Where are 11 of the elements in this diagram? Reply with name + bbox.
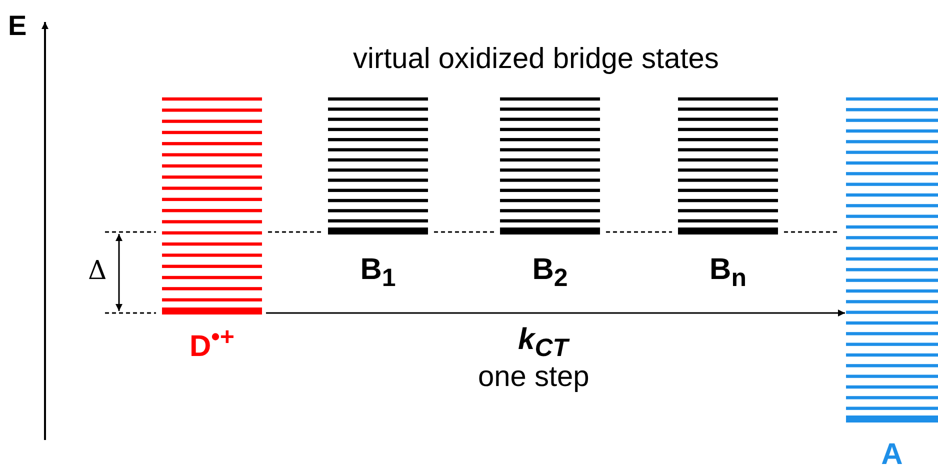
state-label: B$_{2}$ [531,255,569,291]
dimension-label: Δ [88,258,107,284]
arrow [266,310,845,316]
state-label: B$_{n}$ [708,255,748,291]
state-label: B$_{1}$ [359,255,397,291]
state-label: A [880,440,904,470]
state-label: D$^{•+}$ [188,325,236,362]
axis-label: E [8,12,27,40]
caption-text: one step [478,363,590,392]
heading-text: virtual oxidized bridge states [353,45,719,74]
edge-label: k$_{CT}$ [518,325,568,361]
